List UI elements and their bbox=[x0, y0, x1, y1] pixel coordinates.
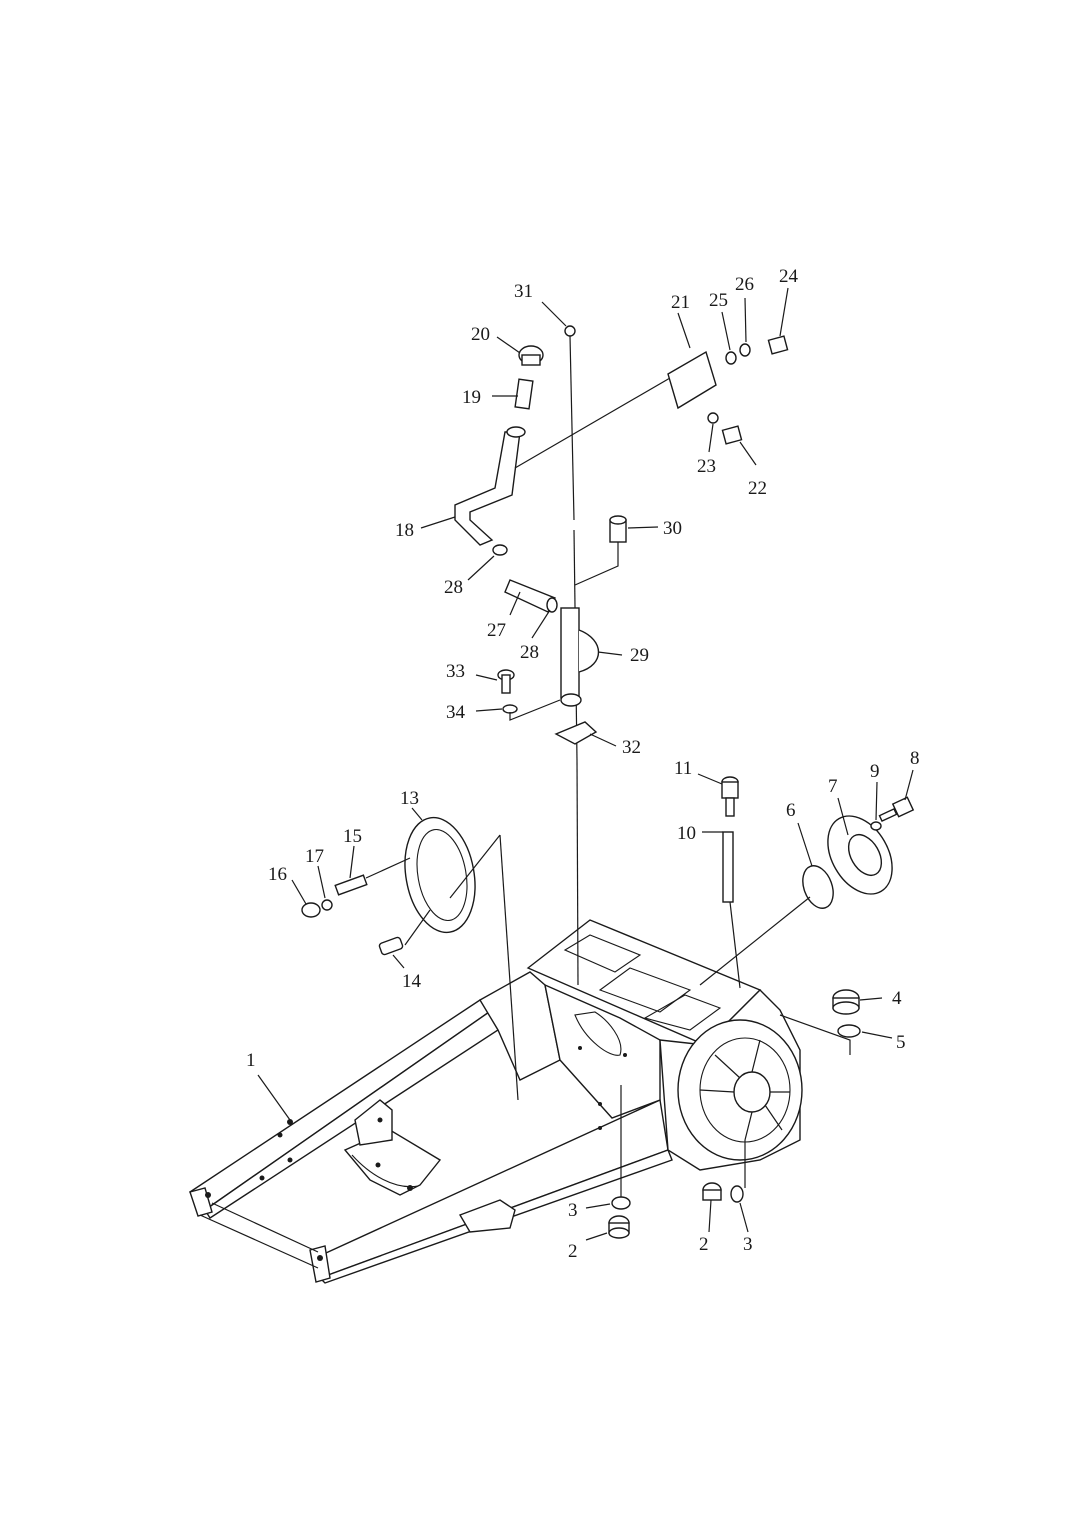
oring-5 bbox=[837, 1024, 861, 1038]
washer-25 bbox=[725, 351, 737, 365]
oring-3-right bbox=[730, 1185, 744, 1203]
hose-27 bbox=[504, 579, 556, 613]
label-2a: 2 bbox=[568, 1241, 578, 1262]
plate-32 bbox=[554, 721, 598, 745]
label-9: 9 bbox=[870, 761, 880, 782]
label-30: 30 bbox=[663, 518, 682, 539]
stud-15 bbox=[334, 874, 368, 896]
label-1: 1 bbox=[246, 1050, 256, 1071]
washer-34 bbox=[502, 704, 518, 714]
label-5: 5 bbox=[896, 1032, 906, 1053]
label-2b: 2 bbox=[699, 1234, 709, 1255]
tube-29 bbox=[560, 607, 599, 707]
label-27: 27 bbox=[487, 620, 506, 641]
label-17: 17 bbox=[305, 846, 324, 867]
callout-labels: 1 2 3 2 3 4 5 6 7 8 9 10 11 13 14 15 16 … bbox=[246, 266, 920, 1262]
label-28b: 28 bbox=[520, 642, 539, 663]
label-4: 4 bbox=[892, 988, 902, 1009]
plug-2-right bbox=[702, 1182, 722, 1201]
leader-lines bbox=[257, 287, 914, 1241]
stud-10 bbox=[722, 831, 734, 903]
cap-20 bbox=[518, 345, 544, 366]
label-24: 24 bbox=[779, 266, 799, 287]
label-10: 10 bbox=[677, 823, 696, 844]
bracket-21 bbox=[667, 350, 717, 410]
label-15: 15 bbox=[343, 826, 362, 847]
bolt-22 bbox=[721, 425, 743, 445]
label-16: 16 bbox=[268, 864, 287, 885]
bolt-8 bbox=[878, 796, 915, 823]
label-26: 26 bbox=[735, 274, 754, 295]
label-22: 22 bbox=[748, 478, 767, 499]
cap-4 bbox=[832, 989, 860, 1015]
clamp-28a bbox=[492, 544, 508, 556]
label-25: 25 bbox=[709, 290, 728, 311]
label-21: 21 bbox=[671, 292, 690, 313]
oring-3-left bbox=[611, 1196, 631, 1210]
washer-23 bbox=[707, 412, 719, 424]
label-14: 14 bbox=[402, 971, 422, 992]
label-3b: 3 bbox=[743, 1234, 753, 1255]
clamp-28b bbox=[546, 597, 558, 613]
gasket-13 bbox=[404, 816, 476, 934]
nut-16 bbox=[301, 902, 321, 918]
label-8: 8 bbox=[910, 748, 920, 769]
label-13: 13 bbox=[400, 788, 419, 809]
label-18: 18 bbox=[395, 520, 414, 541]
oring-6 bbox=[802, 865, 834, 909]
label-20: 20 bbox=[471, 324, 490, 345]
bolt-33 bbox=[497, 669, 515, 694]
filler-pipe-18 bbox=[454, 431, 521, 546]
label-23: 23 bbox=[697, 456, 716, 477]
sleeve-19 bbox=[514, 378, 534, 410]
label-33: 33 bbox=[446, 661, 465, 682]
bolt-24 bbox=[767, 335, 789, 355]
label-28a: 28 bbox=[444, 577, 463, 598]
label-34: 34 bbox=[446, 702, 466, 723]
washer-26 bbox=[739, 343, 751, 357]
label-32: 32 bbox=[622, 737, 641, 758]
label-19: 19 bbox=[462, 387, 481, 408]
main-frame bbox=[188, 919, 803, 1284]
washer-17 bbox=[321, 899, 333, 911]
label-29: 29 bbox=[630, 645, 649, 666]
washer-9 bbox=[870, 821, 882, 831]
label-11: 11 bbox=[674, 758, 692, 779]
pin-14 bbox=[378, 936, 404, 956]
plug-2-left bbox=[608, 1215, 630, 1239]
label-7: 7 bbox=[828, 776, 838, 797]
flange-7 bbox=[827, 815, 893, 895]
label-6: 6 bbox=[786, 800, 796, 821]
breather-11 bbox=[721, 776, 739, 817]
label-31: 31 bbox=[514, 281, 533, 302]
label-3a: 3 bbox=[568, 1200, 578, 1221]
sensor-30 bbox=[609, 515, 627, 543]
